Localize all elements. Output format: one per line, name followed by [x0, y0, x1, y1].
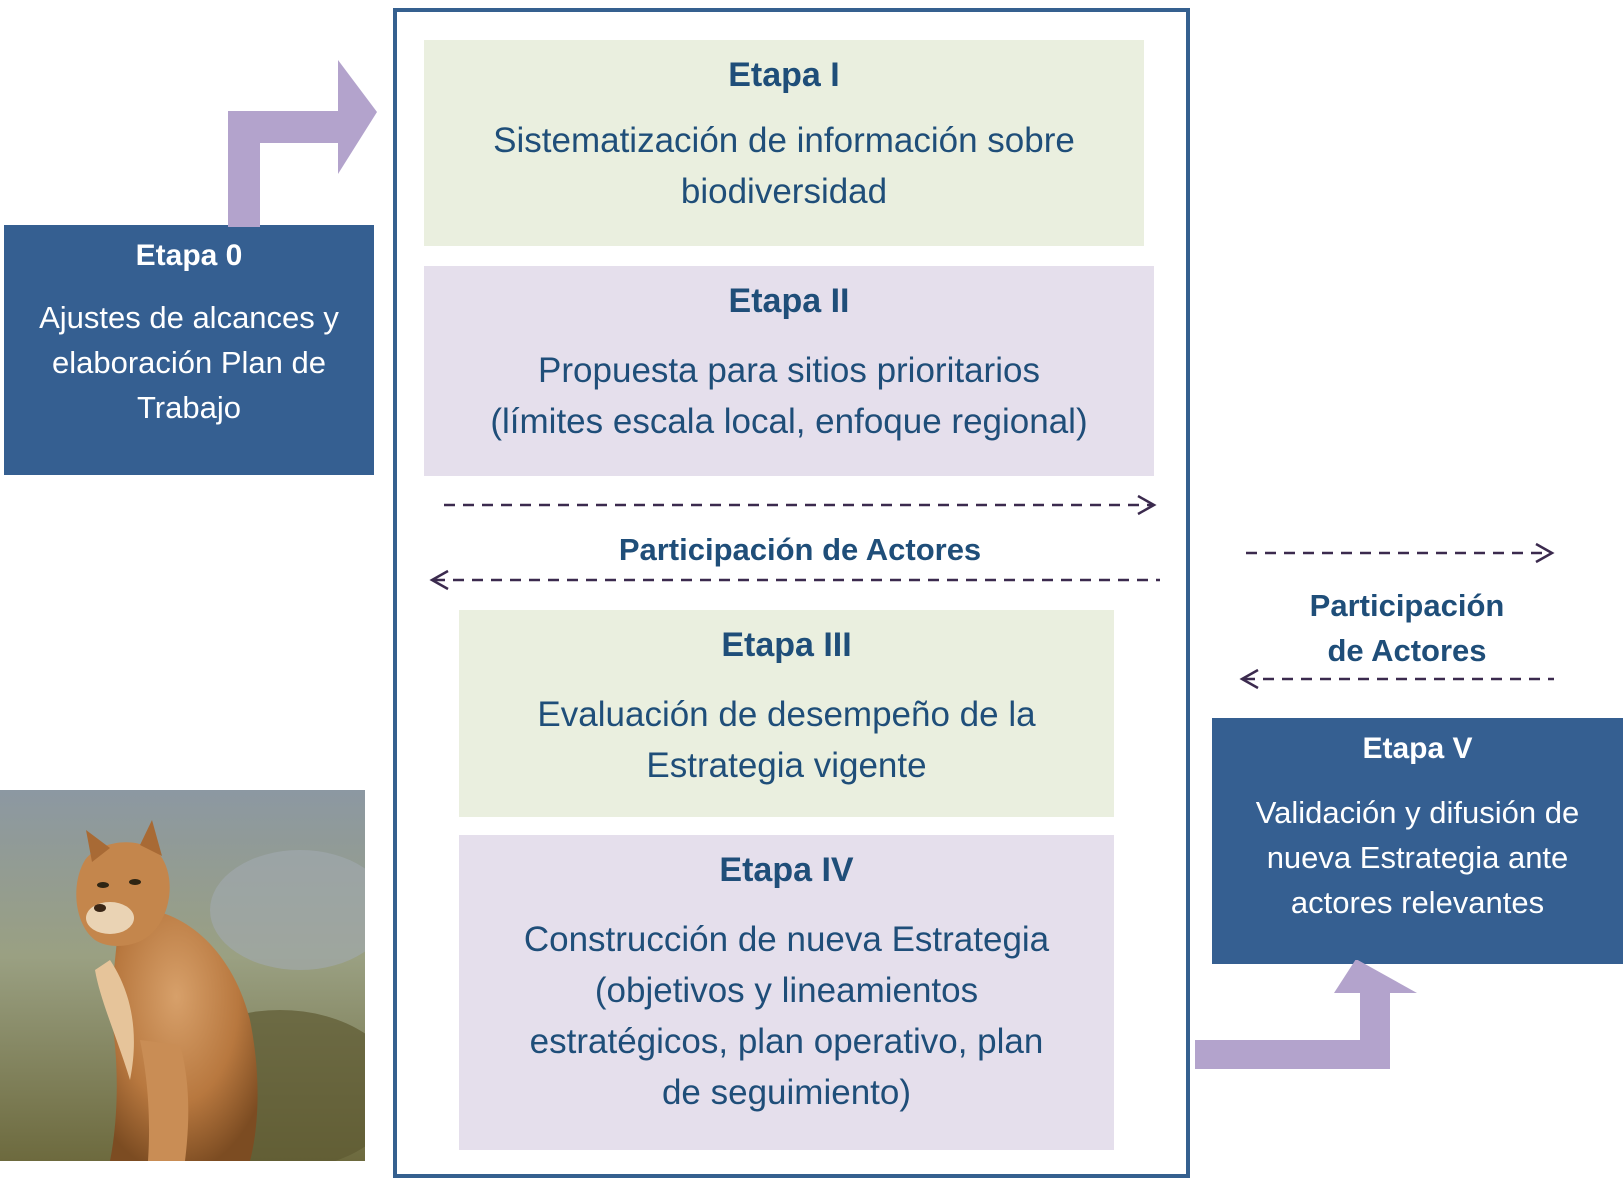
puma-image [0, 790, 365, 1161]
participation-label-center: Participación de Actores [618, 532, 982, 567]
stage-I-line-2: biodiversidad [680, 172, 888, 211]
stage-0-line-3: Trabajo [137, 390, 241, 425]
stage-V-line-1: Validación y difusión de [1255, 795, 1580, 830]
stage-0-title: Etapa 0 [135, 239, 243, 272]
puma-photo [0, 790, 365, 1161]
stage-I-title: Etapa I [728, 56, 840, 94]
stage-0-line-1: Ajustes de alcances y [39, 300, 339, 335]
stage-0-box: Etapa 0 Ajustes de alcances y elaboració… [4, 225, 374, 475]
participation-right-line-1: Participación [1309, 588, 1505, 623]
stage-I-box: Etapa I Sistematización de información s… [424, 40, 1144, 246]
stage-II-title: Etapa II [728, 282, 850, 320]
stage-V-box: Etapa V Validación y difusión de nueva E… [1212, 718, 1623, 964]
stage-III-line-2: Estrategia vigente [646, 746, 927, 785]
dashed-arrow-left-center [429, 569, 1160, 591]
dashed-arrow-right-side [1246, 542, 1555, 564]
dashed-arrow-right-center [444, 494, 1157, 516]
stage-II-box: Etapa II Propuesta para sitios prioritar… [424, 266, 1154, 476]
stage-III-title: Etapa III [721, 626, 852, 664]
stage-IV-line-1: Construcción de nueva Estrategia [523, 920, 1050, 959]
stage-III-line-1: Evaluación de desempeño de la [537, 695, 1036, 734]
participation-label-right: Participación de Actores [1262, 583, 1552, 673]
stage-V-title: Etapa V [1362, 732, 1473, 765]
stage-0-line-2: elaboración Plan de [51, 345, 327, 380]
stage-V-line-3: actores relevantes [1290, 885, 1545, 920]
stage-IV-line-3: estratégicos, plan operativo, plan [529, 1022, 1044, 1061]
dashed-arrow-left-side [1239, 668, 1554, 690]
stage-IV-line-4: de seguimiento) [661, 1073, 912, 1112]
bent-arrow-stage-0-to-I [228, 60, 377, 227]
bent-arrow-stage-IV-to-V [1195, 960, 1417, 1069]
stage-IV-box: Etapa IV Construcción de nueva Estrategi… [459, 835, 1114, 1150]
stage-I-line-1: Sistematización de información sobre [493, 121, 1075, 160]
participation-right-line-2: de Actores [1327, 633, 1487, 668]
stage-II-line-1: Propuesta para sitios prioritarios [538, 351, 1040, 390]
stage-III-box: Etapa III Evaluación de desempeño de la … [459, 610, 1114, 817]
stage-IV-title: Etapa IV [719, 851, 854, 889]
bent-arrow-right-up-shape [1195, 960, 1417, 1069]
stage-IV-line-2: (objetivos y lineamientos [594, 971, 979, 1010]
stage-V-line-2: nueva Estrategia ante [1266, 840, 1569, 875]
bent-arrow-up-right-shape [228, 60, 377, 227]
stage-II-line-2: (límites escala local, enfoque regional) [490, 402, 1088, 441]
